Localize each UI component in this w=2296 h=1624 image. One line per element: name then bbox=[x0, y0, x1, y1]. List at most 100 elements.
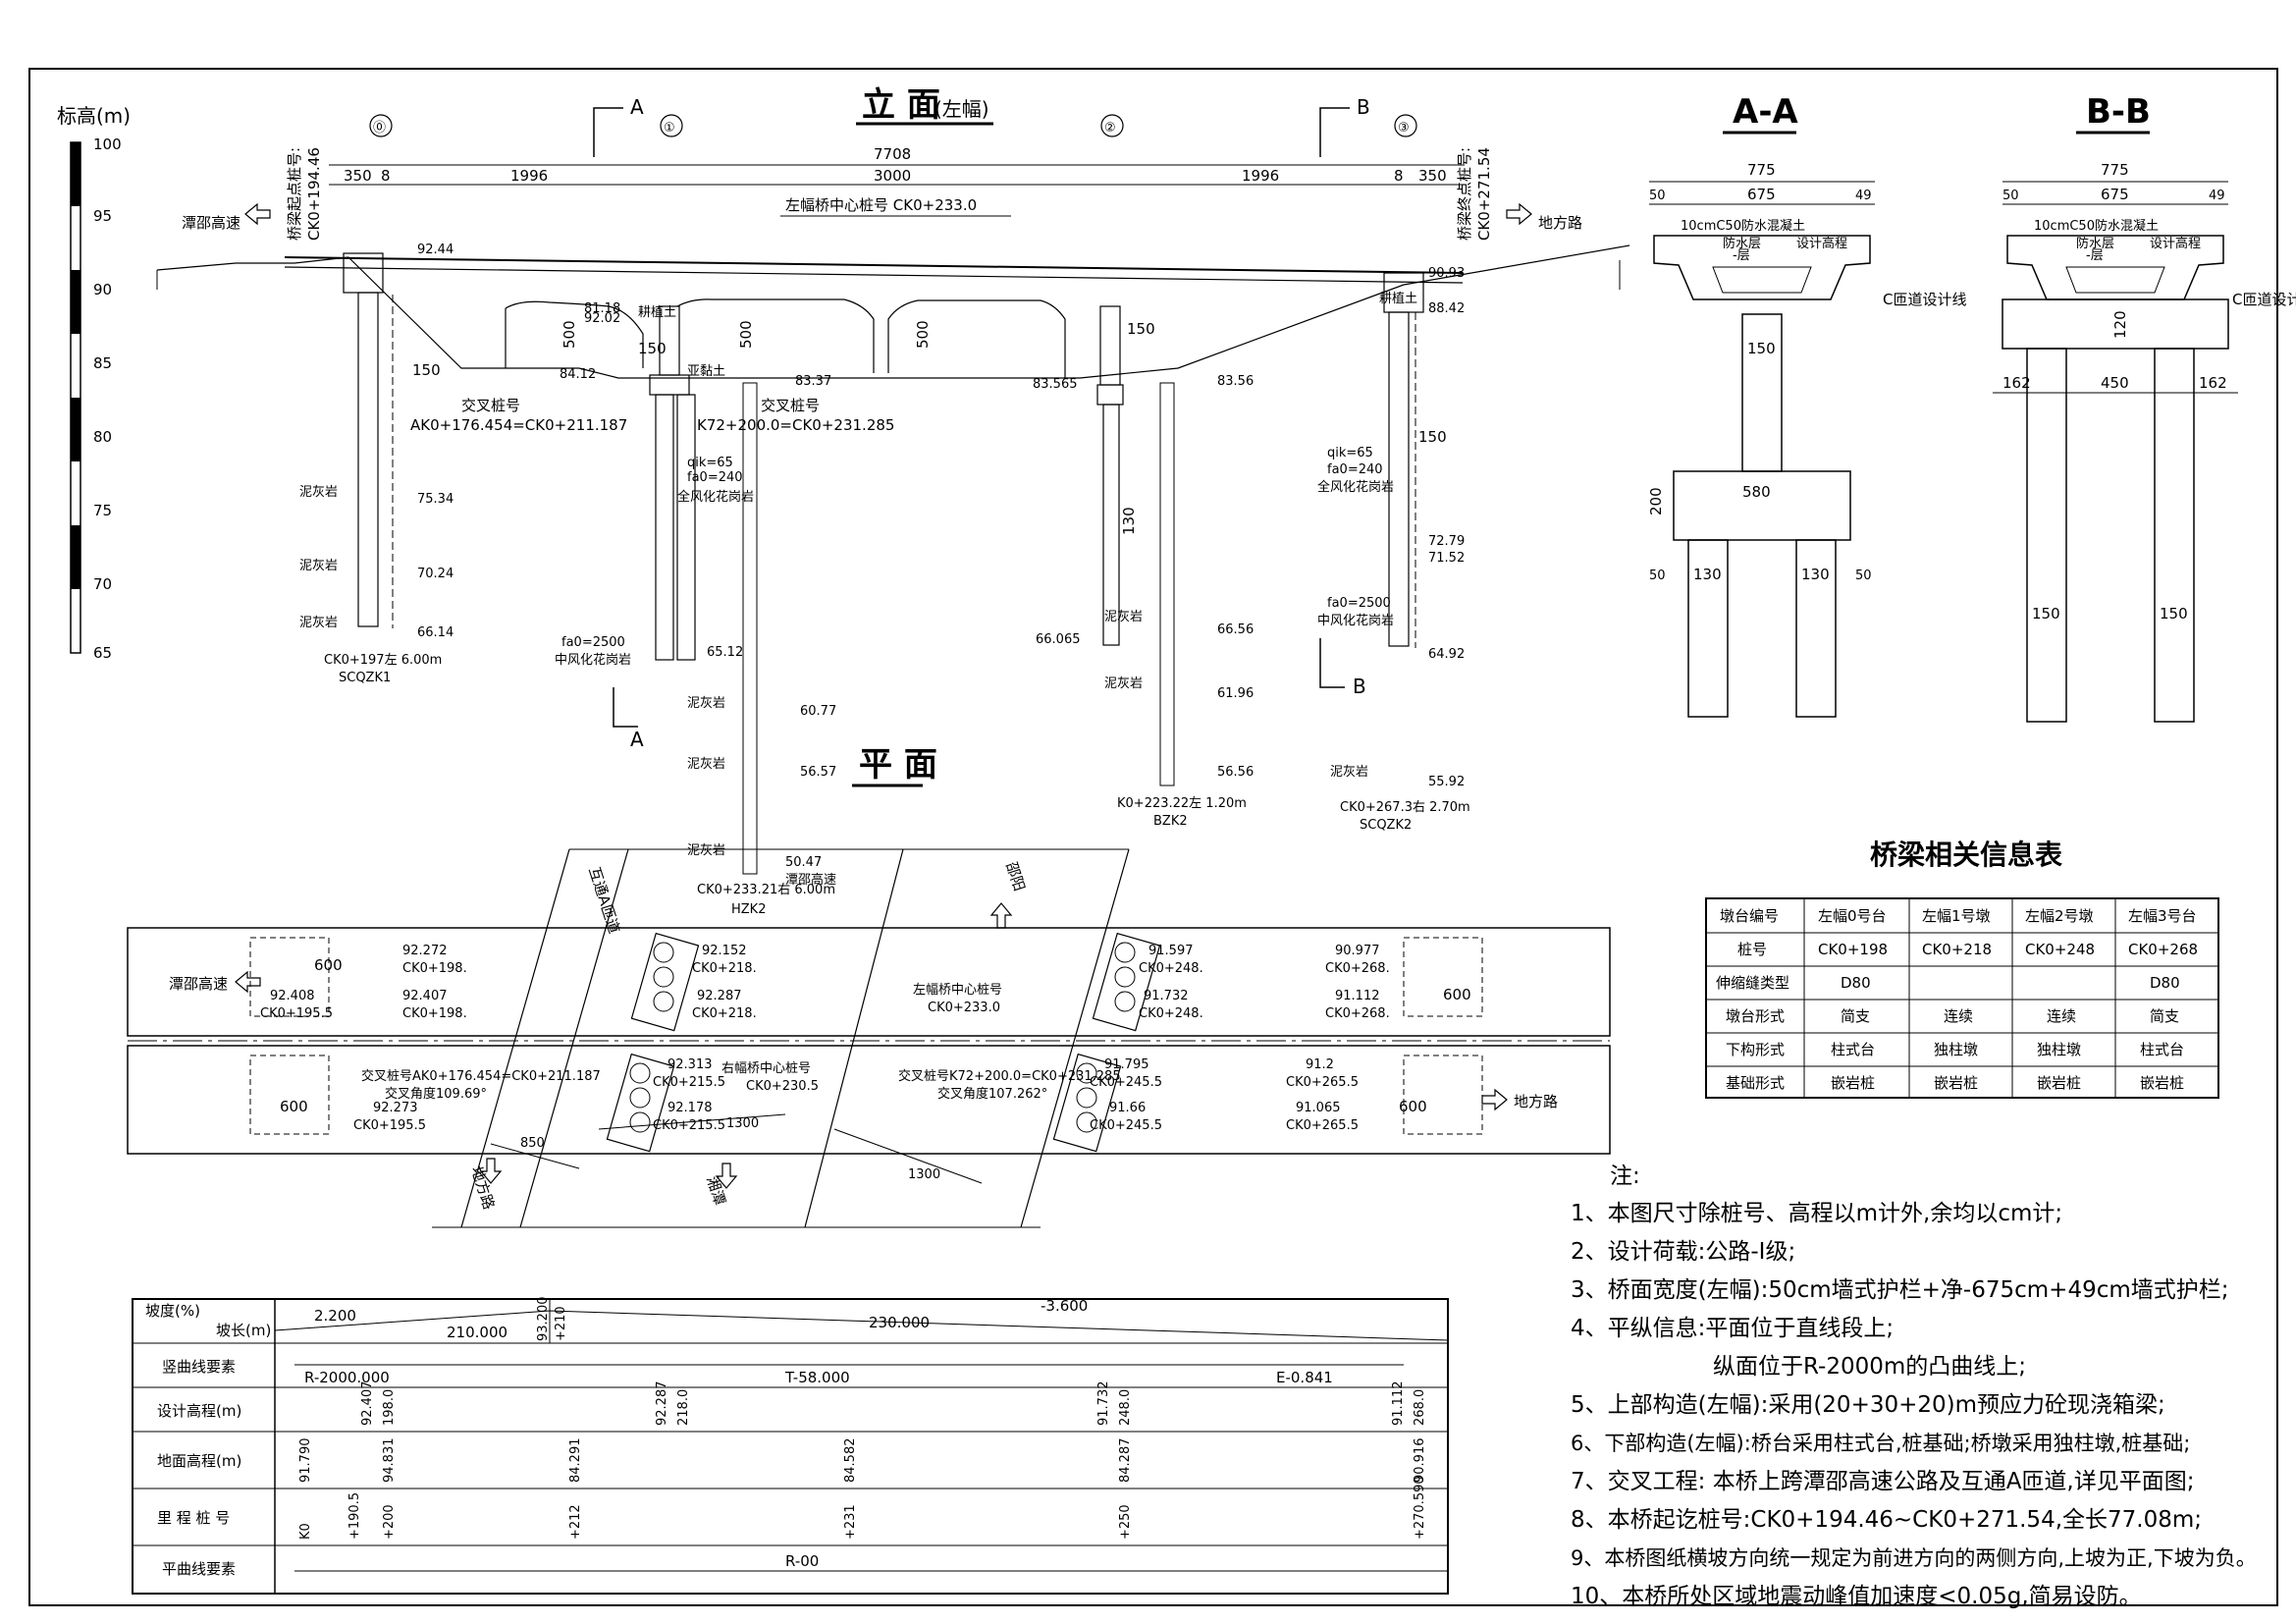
strata-note: fa0=2500 bbox=[1327, 596, 1391, 611]
hcurve: R-00 bbox=[785, 1552, 819, 1570]
section-a-a: A-A 775 50 675 49 10cmC50防水混凝土 防水层 -层 设计… bbox=[1647, 92, 1966, 718]
abutment-width: 600 bbox=[1399, 1098, 1427, 1115]
abutment-width: 600 bbox=[1443, 986, 1471, 1003]
level: 66.56 bbox=[1217, 623, 1254, 637]
station: +200 bbox=[382, 1504, 397, 1540]
profile-row-label: 坡度(%) bbox=[145, 1302, 200, 1320]
left-arrow-icon bbox=[244, 202, 271, 226]
right-arrow-icon bbox=[1506, 202, 1532, 226]
plan-level: 91.065 bbox=[1296, 1101, 1341, 1115]
level: 84.12 bbox=[560, 367, 596, 382]
level: 81.18 bbox=[584, 301, 620, 316]
design-station: 198.0 bbox=[382, 1389, 397, 1426]
plan-dim: 850 bbox=[520, 1136, 545, 1151]
plan-pile: CK0+215.5 bbox=[653, 1118, 725, 1133]
info-header: 左幅2号墩 bbox=[2025, 907, 2094, 925]
info-cell: CK0+248 bbox=[2025, 941, 2095, 958]
soil-label: 亚黏土 bbox=[687, 363, 725, 379]
section-part: 49 bbox=[1855, 189, 1872, 203]
plan-pile: CK0+265.5 bbox=[1286, 1118, 1359, 1133]
to-xiangtan-label: 湘潭 bbox=[703, 1174, 728, 1208]
level: 90.93 bbox=[1428, 266, 1465, 281]
design-elev: 92.407 bbox=[360, 1381, 375, 1427]
plan-pile: CK0+218. bbox=[692, 1006, 757, 1021]
plan-pile: CK0+268. bbox=[1325, 1006, 1390, 1021]
profile-row-label: 里 程 桩 号 bbox=[157, 1509, 230, 1527]
plan-center-left-val: CK0+233.0 bbox=[928, 1001, 1000, 1015]
design-station: 248.0 bbox=[1118, 1389, 1133, 1426]
ground-elev: 94.831 bbox=[382, 1438, 397, 1484]
section-part: 675 bbox=[2101, 186, 2129, 203]
borehole-id: BZK2 bbox=[1153, 814, 1188, 829]
section-mark-b: B bbox=[1357, 95, 1370, 119]
grade-length: 230.000 bbox=[869, 1314, 930, 1331]
borehole-pile: CK0+197左 6.00m bbox=[324, 653, 442, 668]
notes-title: 注: bbox=[1610, 1164, 1640, 1189]
station: +190.5 bbox=[347, 1492, 362, 1540]
section-part: 50 bbox=[1649, 189, 1666, 203]
info-cell: 嵌岩桩 bbox=[2140, 1074, 2184, 1092]
profile-row-label: 竖曲线要素 bbox=[162, 1358, 236, 1376]
info-cell: CK0+268 bbox=[2128, 941, 2198, 958]
section-part: 675 bbox=[1747, 186, 1776, 203]
level: 92.02 bbox=[584, 311, 620, 326]
rock-label: 泥灰岩 bbox=[687, 696, 725, 711]
info-cell: 连续 bbox=[2047, 1007, 2076, 1025]
info-cell: 墩台形式 bbox=[1726, 1007, 1785, 1025]
plan-level: 92.408 bbox=[270, 989, 315, 1003]
station: K0 bbox=[298, 1523, 313, 1540]
strata-note: 全风化花岗岩 bbox=[1317, 479, 1394, 495]
info-cell: 桩号 bbox=[1737, 941, 1767, 958]
plan-level: 91.732 bbox=[1144, 989, 1189, 1003]
pile-dim: 50 bbox=[1649, 568, 1666, 583]
design-elev: 91.112 bbox=[1391, 1381, 1406, 1427]
station: +270.590 bbox=[1413, 1476, 1427, 1540]
elevation-axis: 标高(m) 100 95 90 85 80 75 70 65 bbox=[57, 104, 131, 662]
design-elev: 91.732 bbox=[1096, 1381, 1111, 1427]
station: +250 bbox=[1118, 1504, 1133, 1540]
info-cell: 伸缩缝类型 bbox=[1716, 974, 1789, 992]
spacing-dim: 162 bbox=[2199, 374, 2227, 392]
pier-width: 150 bbox=[638, 340, 667, 357]
end-pile: CK0+271.54 bbox=[1475, 147, 1493, 241]
elevation-title: 立 面 bbox=[862, 85, 940, 125]
info-title: 桥梁相关信息表 bbox=[1870, 839, 2062, 871]
pier-width: 150 bbox=[1127, 320, 1155, 338]
plan-pile: CK0+268. bbox=[1325, 961, 1390, 976]
design-station: 268.0 bbox=[1413, 1389, 1427, 1426]
rock-label: 泥灰岩 bbox=[299, 485, 338, 500]
center-pile: 左幅桥中心桩号 CK0+233.0 bbox=[785, 196, 977, 214]
pile-dim: 150 bbox=[2160, 605, 2188, 623]
up-arrow-icon bbox=[989, 902, 1013, 929]
design-elev: 92.287 bbox=[655, 1381, 669, 1427]
span-dim: 1996 bbox=[510, 167, 548, 185]
axis-tick: 95 bbox=[93, 207, 112, 225]
span-dim: 3000 bbox=[874, 167, 911, 185]
strata-note: fa0=240 bbox=[1327, 462, 1383, 477]
soil-label: 耕植土 bbox=[1379, 291, 1417, 306]
cross-pile: K72+200.0=CK0+231.285 bbox=[697, 416, 894, 434]
ground-elev: 91.790 bbox=[298, 1438, 313, 1484]
level: 70.24 bbox=[417, 567, 454, 581]
axis-tick: 85 bbox=[93, 354, 112, 372]
waterproof-label: 防水层 bbox=[2076, 236, 2114, 251]
station: +231 bbox=[843, 1504, 858, 1540]
info-header: 左幅0号台 bbox=[1818, 907, 1887, 925]
abutment-width: 600 bbox=[280, 1098, 308, 1115]
plan-pile: CK0+265.5 bbox=[1286, 1075, 1359, 1090]
vcurve: E-0.841 bbox=[1276, 1369, 1333, 1386]
layer-label: -层 bbox=[1733, 248, 1750, 263]
span-dim: 350 bbox=[1418, 167, 1447, 185]
plan-pile: CK0+245.5 bbox=[1090, 1075, 1162, 1090]
pier-mark-1: ① bbox=[664, 121, 675, 135]
grade: -3.600 bbox=[1041, 1297, 1088, 1315]
level: 50.47 bbox=[785, 855, 822, 870]
rock-label: 泥灰岩 bbox=[1104, 610, 1143, 624]
pier-mark-3: ③ bbox=[1398, 121, 1410, 135]
level: 56.57 bbox=[800, 765, 836, 780]
profile-table: 坡度(%) 坡长(m) 竖曲线要素 设计高程(m) 地面高程(m) 里 程 桩 … bbox=[132, 1297, 1449, 1595]
level: 64.92 bbox=[1428, 647, 1465, 662]
info-cell: D80 bbox=[2150, 974, 2180, 992]
end-pile-label: 桥梁终点桩号: bbox=[1456, 147, 1473, 241]
info-cell: D80 bbox=[1841, 974, 1871, 992]
